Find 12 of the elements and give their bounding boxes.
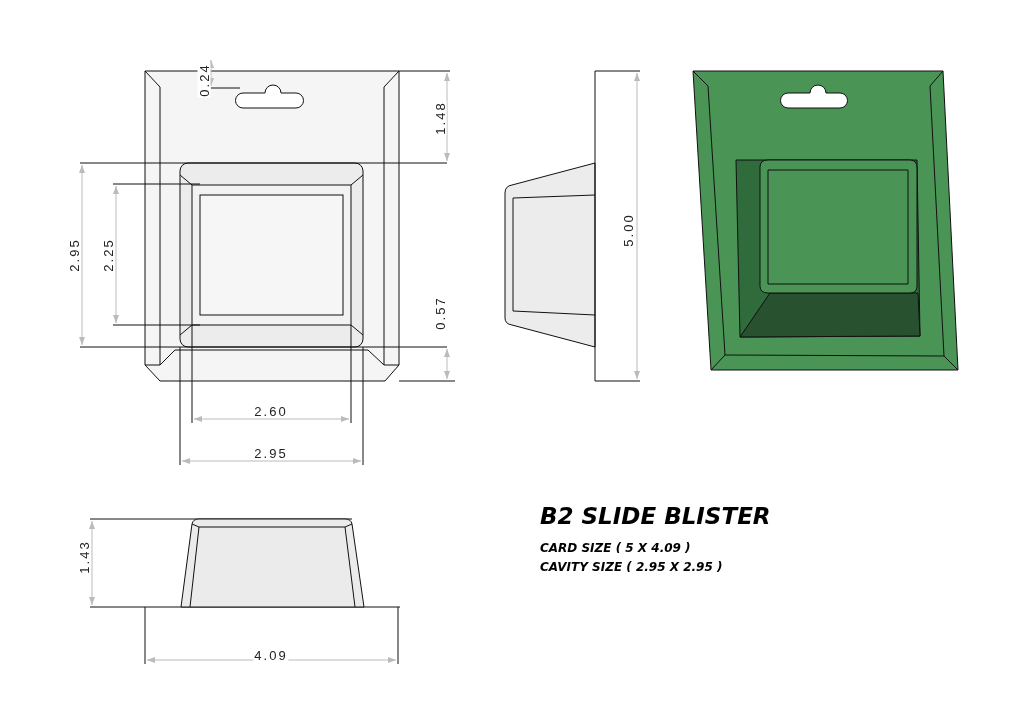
dimension-value: 2.60 xyxy=(253,404,289,418)
dimension-value: 1.48 xyxy=(433,100,447,136)
specification-note: CARD SIZE ( 5 X 4.09 ) xyxy=(540,542,691,554)
dimension-value: 2.95 xyxy=(253,446,289,460)
dimension-value: 2.95 xyxy=(67,237,81,273)
dimension-value: 2.25 xyxy=(101,237,115,273)
dimension-value: 5.00 xyxy=(621,212,635,248)
title: B2 SLIDE BLISTER xyxy=(540,505,771,528)
specification-note: CAVITY SIZE ( 2.95 X 2.95 ) xyxy=(540,561,723,573)
dimension-value: 1.43 xyxy=(77,539,91,575)
dimension-value: 0.24 xyxy=(197,62,211,98)
dimension-value: 4.09 xyxy=(253,648,289,662)
